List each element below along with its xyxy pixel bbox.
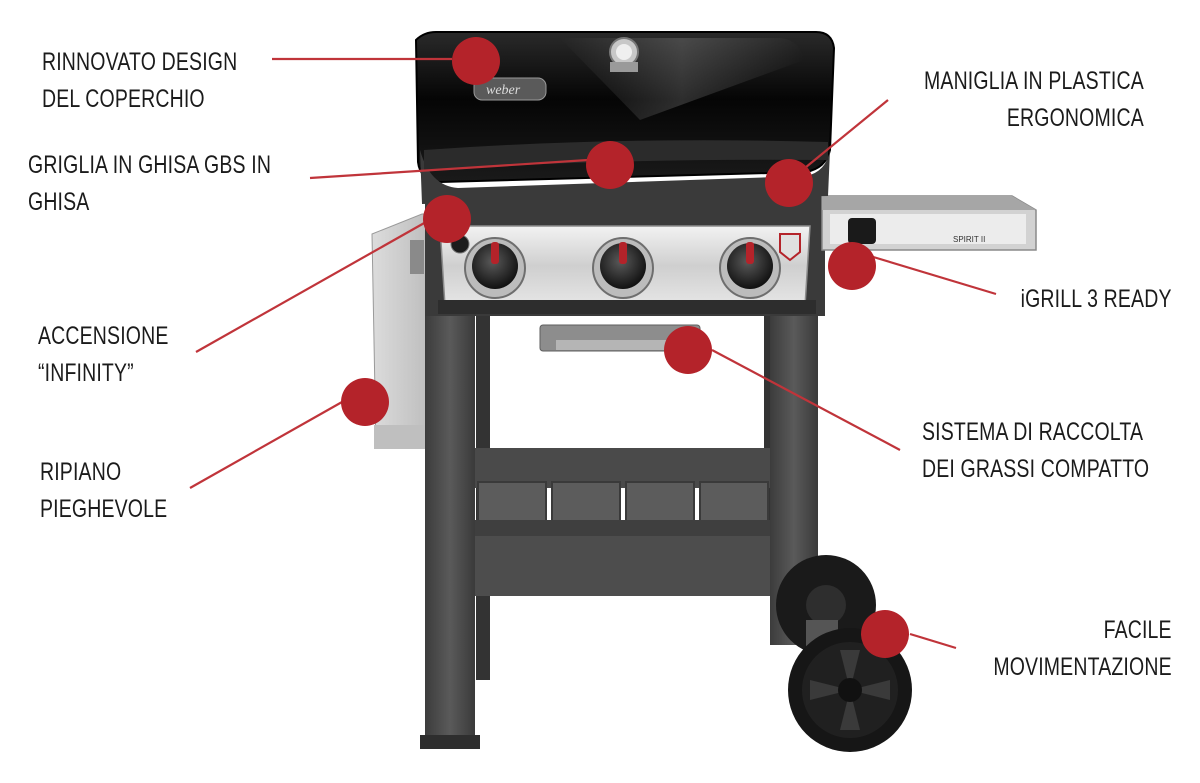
callout-lid-label: RINNOVATO DESIGN DEL COPERCHIO	[42, 44, 237, 118]
marker-grease[interactable]	[664, 326, 712, 374]
callout-line: GRIGLIA IN GHISA GBS IN	[28, 151, 272, 179]
callout-line: DEI GRASSI COMPATTO	[922, 455, 1150, 483]
emblem-icon	[779, 233, 801, 262]
callout-line: FACILE	[1103, 616, 1172, 644]
burner-knob	[592, 237, 654, 299]
marker-ignition[interactable]	[423, 195, 471, 243]
marker-lid[interactable]	[452, 37, 500, 85]
wheel-front	[788, 628, 912, 752]
marker-grate[interactable]	[586, 141, 634, 189]
bottom-shelf-slats	[477, 481, 769, 523]
callout-line: SISTEMA DI RACCOLTA	[922, 418, 1144, 446]
callout-wheels-label: FACILE MOVIMENTAZIONE	[994, 612, 1172, 686]
callout-line: ERGONOMICA	[1007, 104, 1144, 132]
leader-line-handle	[799, 99, 889, 173]
callout-line: PIEGHEVOLE	[40, 495, 168, 523]
leader-line-shelf	[189, 401, 343, 489]
weber-logo-plate	[473, 77, 547, 101]
side-badge: SPIRIT II	[953, 235, 985, 244]
callout-shelf-label: RIPIANO PIEGHEVOLE	[40, 454, 167, 528]
marker-wheels[interactable]	[861, 610, 909, 658]
leader-line-grate	[309, 158, 589, 180]
callout-line: RINNOVATO DESIGN	[42, 48, 238, 76]
callout-igrill-label: iGRILL 3 READY	[1021, 281, 1172, 318]
callout-line: DEL COPERCHIO	[42, 85, 205, 113]
callout-line: GHISA	[28, 188, 90, 216]
igrill-module-icon	[848, 218, 876, 244]
marker-shelf[interactable]	[341, 378, 389, 426]
leader-line-igrill	[869, 254, 997, 296]
callout-line: ACCENSIONE	[38, 322, 169, 350]
callout-grease-label: SISTEMA DI RACCOLTA DEI GRASSI COMPATTO	[922, 414, 1149, 488]
callout-line: “INFINITY”	[38, 359, 134, 387]
marker-igrill[interactable]	[828, 242, 876, 290]
callout-grate-label: GRIGLIA IN GHISA GBS IN GHISA	[28, 147, 271, 221]
callout-handle-label: MANIGLIA IN PLASTICA ERGONOMICA	[924, 63, 1144, 137]
marker-handle[interactable]	[765, 159, 813, 207]
leader-line-grease	[711, 349, 901, 451]
burner-knob	[719, 237, 781, 299]
callout-line: iGRILL 3 READY	[1020, 285, 1172, 313]
callout-line: MANIGLIA IN PLASTICA	[924, 67, 1144, 95]
callout-line: RIPIANO	[40, 458, 122, 486]
burner-knob	[464, 237, 526, 299]
weber-logo-text: weber	[486, 83, 521, 98]
callout-ignition-label: ACCENSIONE “INFINITY”	[38, 318, 169, 392]
front-leg-left	[425, 305, 475, 745]
leader-line-ignition	[195, 221, 427, 353]
leader-line-wheels	[909, 632, 957, 650]
callout-line: MOVIMENTAZIONE	[993, 653, 1172, 681]
